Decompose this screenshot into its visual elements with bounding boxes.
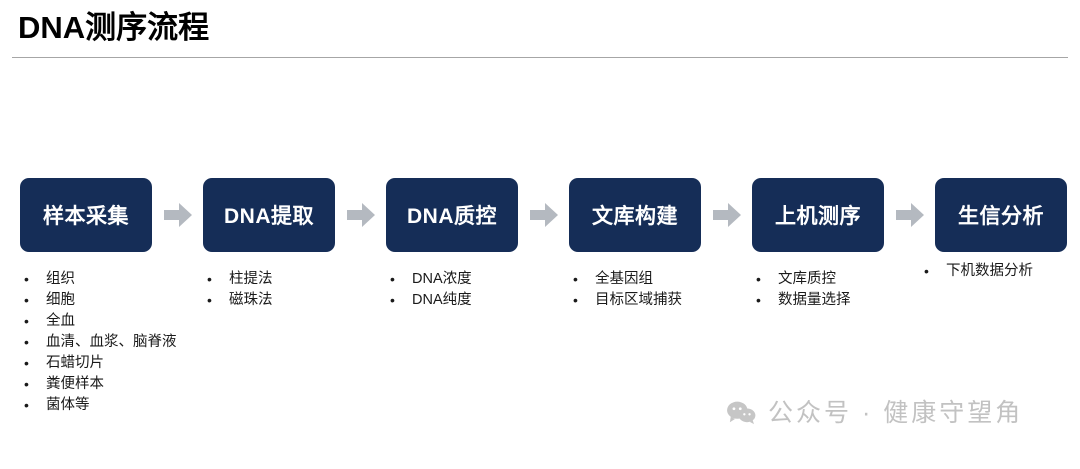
bullet-dot-icon: • [573,271,578,287]
list-item: • 数据量选择 [752,291,917,310]
list-item: • 文库质控 [752,270,917,289]
detail-column-5: • 文库质控 • 数据量选择 [752,270,917,312]
arrow-right-icon [347,202,375,228]
bullet-dot-icon: • [390,271,395,287]
list-item-label: 粪便样本 [46,376,104,392]
arrow-right-icon [164,202,192,228]
list-item: • 目标区域捕获 [569,291,744,310]
watermark-text: 公众号 · 健康守望角 [768,399,1024,427]
process-step-label: 生信分析 [958,205,1044,228]
list-item-label: 石蜡切片 [46,355,104,371]
list-item-label: 数据量选择 [778,292,851,308]
bullet-dot-icon: • [24,313,29,329]
detail-columns: • 组织 • 细胞 • 全血 • 血清、血浆、脑脊液 • 石蜡切片 • 粪便样本 • 菌体等 • 柱提法 • 磁珠… [0,262,1080,413]
list-item: • 组织 [20,270,185,289]
list-item-label: 柱提法 [229,271,273,287]
process-step-4[interactable]: 文库构建 [569,178,701,252]
bullet-dot-icon: • [573,292,578,308]
process-step-2[interactable]: DNA提取 [203,178,335,252]
process-step-5[interactable]: 上机测序 [752,178,884,252]
detail-column-1: • 组织 • 细胞 • 全血 • 血清、血浆、脑脊液 • 石蜡切片 • 粪便样本 • 菌体等 [20,270,185,417]
list-item-label: 全血 [46,313,75,329]
bullet-dot-icon: • [24,292,29,308]
detail-column-3: • DNA浓度 • DNA纯度 [386,270,551,312]
list-item-label: 全基因组 [595,271,653,287]
title-divider [12,57,1068,58]
list-item: • 菌体等 [20,396,185,415]
list-item: • 磁珠法 [203,291,368,310]
bullet-dot-icon: • [756,271,761,287]
list-item-label: 目标区域捕获 [595,292,682,308]
list-item-label: 组织 [46,271,75,287]
process-step-label: 文库构建 [592,205,678,228]
list-item: • 石蜡切片 [20,354,185,373]
process-step-label: 上机测序 [775,205,861,228]
process-step-6[interactable]: 生信分析 [935,178,1067,252]
arrow-right-icon [713,202,741,228]
bullet-dot-icon: • [207,271,212,287]
page-title: DNA测序流程 [18,10,210,45]
process-step-label: DNA质控 [407,205,497,228]
arrow-right-icon [896,202,924,228]
process-step-label: DNA提取 [224,205,314,228]
bullet-dot-icon: • [24,376,29,392]
detail-column-2: • 柱提法 • 磁珠法 [203,270,368,312]
list-item-label: DNA纯度 [412,292,472,308]
list-item-label: 下机数据分析 [946,263,1033,279]
process-step-3[interactable]: DNA质控 [386,178,518,252]
list-item: • 全血 [20,312,185,331]
detail-column-4: • 全基因组 • 目标区域捕获 [569,270,744,312]
process-step-1[interactable]: 样本采集 [20,178,152,252]
list-item-label: DNA浓度 [412,271,472,287]
detail-column-6: • 下机数据分析 [920,262,1080,283]
list-item-label: 文库质控 [778,271,836,287]
list-item-label: 血清、血浆、脑脊液 [46,334,177,350]
process-step-label: 样本采集 [43,205,129,228]
list-item-label: 细胞 [46,292,75,308]
bullet-dot-icon: • [24,355,29,371]
process-flow: 样本采集 DNA提取 DNA质控 文库构建 上机测序 生信分析 [0,178,1080,252]
bullet-dot-icon: • [756,292,761,308]
bullet-dot-icon: • [207,292,212,308]
list-item: • 细胞 [20,291,185,310]
bullet-dot-icon: • [390,292,395,308]
list-item: • DNA浓度 [386,270,551,289]
bullet-dot-icon: • [924,263,929,279]
list-item: • 柱提法 [203,270,368,289]
bullet-dot-icon: • [24,397,29,413]
wechat-icon [726,400,756,426]
list-item: • 血清、血浆、脑脊液 [20,333,185,352]
list-item: • DNA纯度 [386,291,551,310]
list-item-label: 磁珠法 [229,292,273,308]
list-item-label: 菌体等 [46,397,90,413]
list-item: • 全基因组 [569,270,744,289]
bullet-dot-icon: • [24,334,29,350]
watermark: 公众号 · 健康守望角 [726,398,1023,428]
bullet-dot-icon: • [24,271,29,287]
arrow-right-icon [530,202,558,228]
list-item: • 下机数据分析 [920,262,1080,281]
list-item: • 粪便样本 [20,375,185,394]
